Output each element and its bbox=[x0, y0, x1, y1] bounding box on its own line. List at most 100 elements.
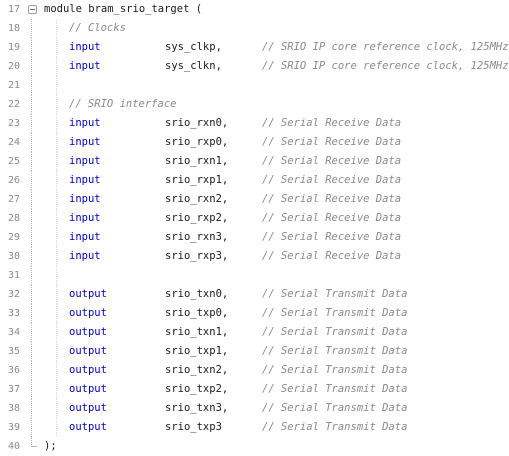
line-number: 17 bbox=[7, 4, 20, 15]
indent-guide bbox=[56, 19, 57, 38]
code-line[interactable]: 18// Clocks bbox=[0, 19, 501, 38]
port-direction-keyword: input bbox=[69, 136, 101, 148]
fold-guide bbox=[31, 57, 32, 76]
code-comment: // Serial Transmit Data bbox=[262, 364, 408, 376]
line-number: 22 bbox=[7, 99, 20, 110]
line-number: 37 bbox=[7, 384, 20, 395]
code-line[interactable]: 20 input sys_clkn, // SRIO IP core referenc… bbox=[0, 57, 509, 76]
line-number: 32 bbox=[7, 289, 20, 300]
code-comment: // Serial Transmit Data bbox=[262, 402, 408, 414]
fold-minus-icon[interactable] bbox=[28, 5, 37, 14]
port-direction-keyword: output bbox=[69, 421, 107, 433]
fold-guide bbox=[31, 266, 32, 285]
port-direction-keyword: output bbox=[69, 364, 107, 376]
code-comment: // Serial Receive Data bbox=[262, 212, 402, 224]
code-line[interactable]: 22 // SRIO interface bbox=[0, 95, 501, 114]
code-comment: // Serial Transmit Data bbox=[262, 345, 408, 357]
indent-guide bbox=[56, 76, 57, 95]
port-name: srio_rxn1, bbox=[165, 155, 229, 167]
line-number: 19 bbox=[7, 42, 20, 53]
line-number: 40 bbox=[7, 441, 20, 452]
port-name: srio_rxp1, bbox=[165, 174, 229, 186]
code-line[interactable]: 35 output srio_txp1, // Serial Transmit Dat… bbox=[0, 342, 501, 361]
code-comment: // Serial Receive Data bbox=[262, 136, 402, 148]
line-number: 27 bbox=[7, 194, 20, 205]
port-direction-keyword: input bbox=[69, 212, 101, 224]
line-number: 33 bbox=[7, 308, 20, 319]
port-direction-keyword: input bbox=[69, 231, 101, 243]
line-number: 29 bbox=[7, 232, 20, 243]
port-name: srio_txp0, bbox=[165, 307, 229, 319]
code-comment: // Serial Receive Data bbox=[262, 174, 402, 186]
indent-guide bbox=[56, 323, 57, 342]
port-name: srio_rxn3, bbox=[165, 231, 229, 243]
port-name: sys_clkp, bbox=[165, 41, 222, 53]
fold-guide bbox=[31, 38, 32, 57]
code-comment: // Serial Receive Data bbox=[262, 117, 402, 129]
port-direction-keyword: input bbox=[69, 155, 101, 167]
code-line[interactable]: 21 bbox=[0, 76, 501, 95]
port-direction-keyword: input bbox=[69, 117, 101, 129]
line-number: 20 bbox=[7, 61, 20, 72]
line-number: 25 bbox=[7, 156, 20, 167]
port-direction-keyword: output bbox=[69, 345, 107, 357]
line-number: 36 bbox=[7, 365, 20, 376]
port-name: srio_txn1, bbox=[165, 326, 229, 338]
indent-guide bbox=[56, 228, 57, 247]
code-comment: // SRIO interface bbox=[69, 98, 177, 110]
code-line[interactable]: 17 module bram_srio_target ( bbox=[0, 0, 501, 19]
port-direction-keyword: input bbox=[69, 41, 101, 53]
code-comment: // SRIO IP core reference clock, 125MHz bbox=[262, 60, 509, 72]
port-name: srio_txp1, bbox=[165, 345, 229, 357]
code-line[interactable]: 40); bbox=[0, 437, 501, 456]
indent-guide bbox=[56, 380, 57, 399]
code-comment: // Serial Transmit Data bbox=[262, 421, 408, 433]
fold-guide bbox=[31, 209, 32, 228]
code-comment: // Serial Transmit Data bbox=[262, 288, 408, 300]
code-line[interactable]: 29 input srio_rxn3, // Serial Receive Data bbox=[0, 228, 501, 247]
line-number: 28 bbox=[7, 213, 20, 224]
line-number: 39 bbox=[7, 422, 20, 433]
port-name: sys_clkn, bbox=[165, 60, 222, 72]
code-line[interactable]: 31 bbox=[0, 266, 501, 285]
line-number: 18 bbox=[7, 23, 20, 34]
port-direction-keyword: input bbox=[69, 60, 101, 72]
fold-guide bbox=[31, 304, 32, 323]
fold-guide bbox=[31, 152, 32, 171]
code-line[interactable]: 36 output srio_txn2, // Serial Transmit Dat… bbox=[0, 361, 501, 380]
indent-guide bbox=[56, 152, 57, 171]
port-name: srio_txn2, bbox=[165, 364, 229, 376]
fold-guide bbox=[31, 323, 32, 342]
fold-guide bbox=[31, 228, 32, 247]
port-name: srio_rxp0, bbox=[165, 136, 229, 148]
line-number: 30 bbox=[7, 251, 20, 262]
code-text: module bram_srio_target ( bbox=[44, 3, 203, 15]
indent-guide bbox=[56, 209, 57, 228]
line-number: 35 bbox=[7, 346, 20, 357]
port-direction-keyword: input bbox=[69, 174, 101, 186]
port-direction-keyword: output bbox=[69, 326, 107, 338]
fold-guide bbox=[31, 418, 32, 437]
fold-guide bbox=[31, 76, 32, 95]
port-direction-keyword: input bbox=[69, 250, 101, 262]
indent-guide bbox=[56, 190, 57, 209]
indent-guide bbox=[56, 38, 57, 57]
fold-guide bbox=[31, 190, 32, 209]
code-comment: // Serial Transmit Data bbox=[262, 383, 408, 395]
code-comment: // Serial Receive Data bbox=[262, 231, 402, 243]
